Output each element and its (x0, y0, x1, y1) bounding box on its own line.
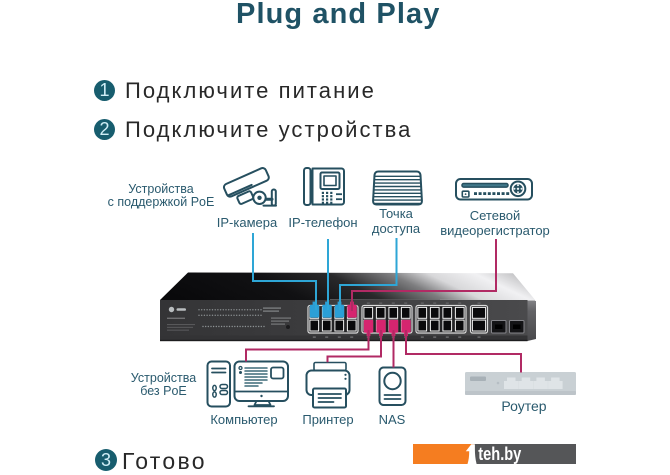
svg-text:teh.by: teh.by (478, 444, 521, 464)
